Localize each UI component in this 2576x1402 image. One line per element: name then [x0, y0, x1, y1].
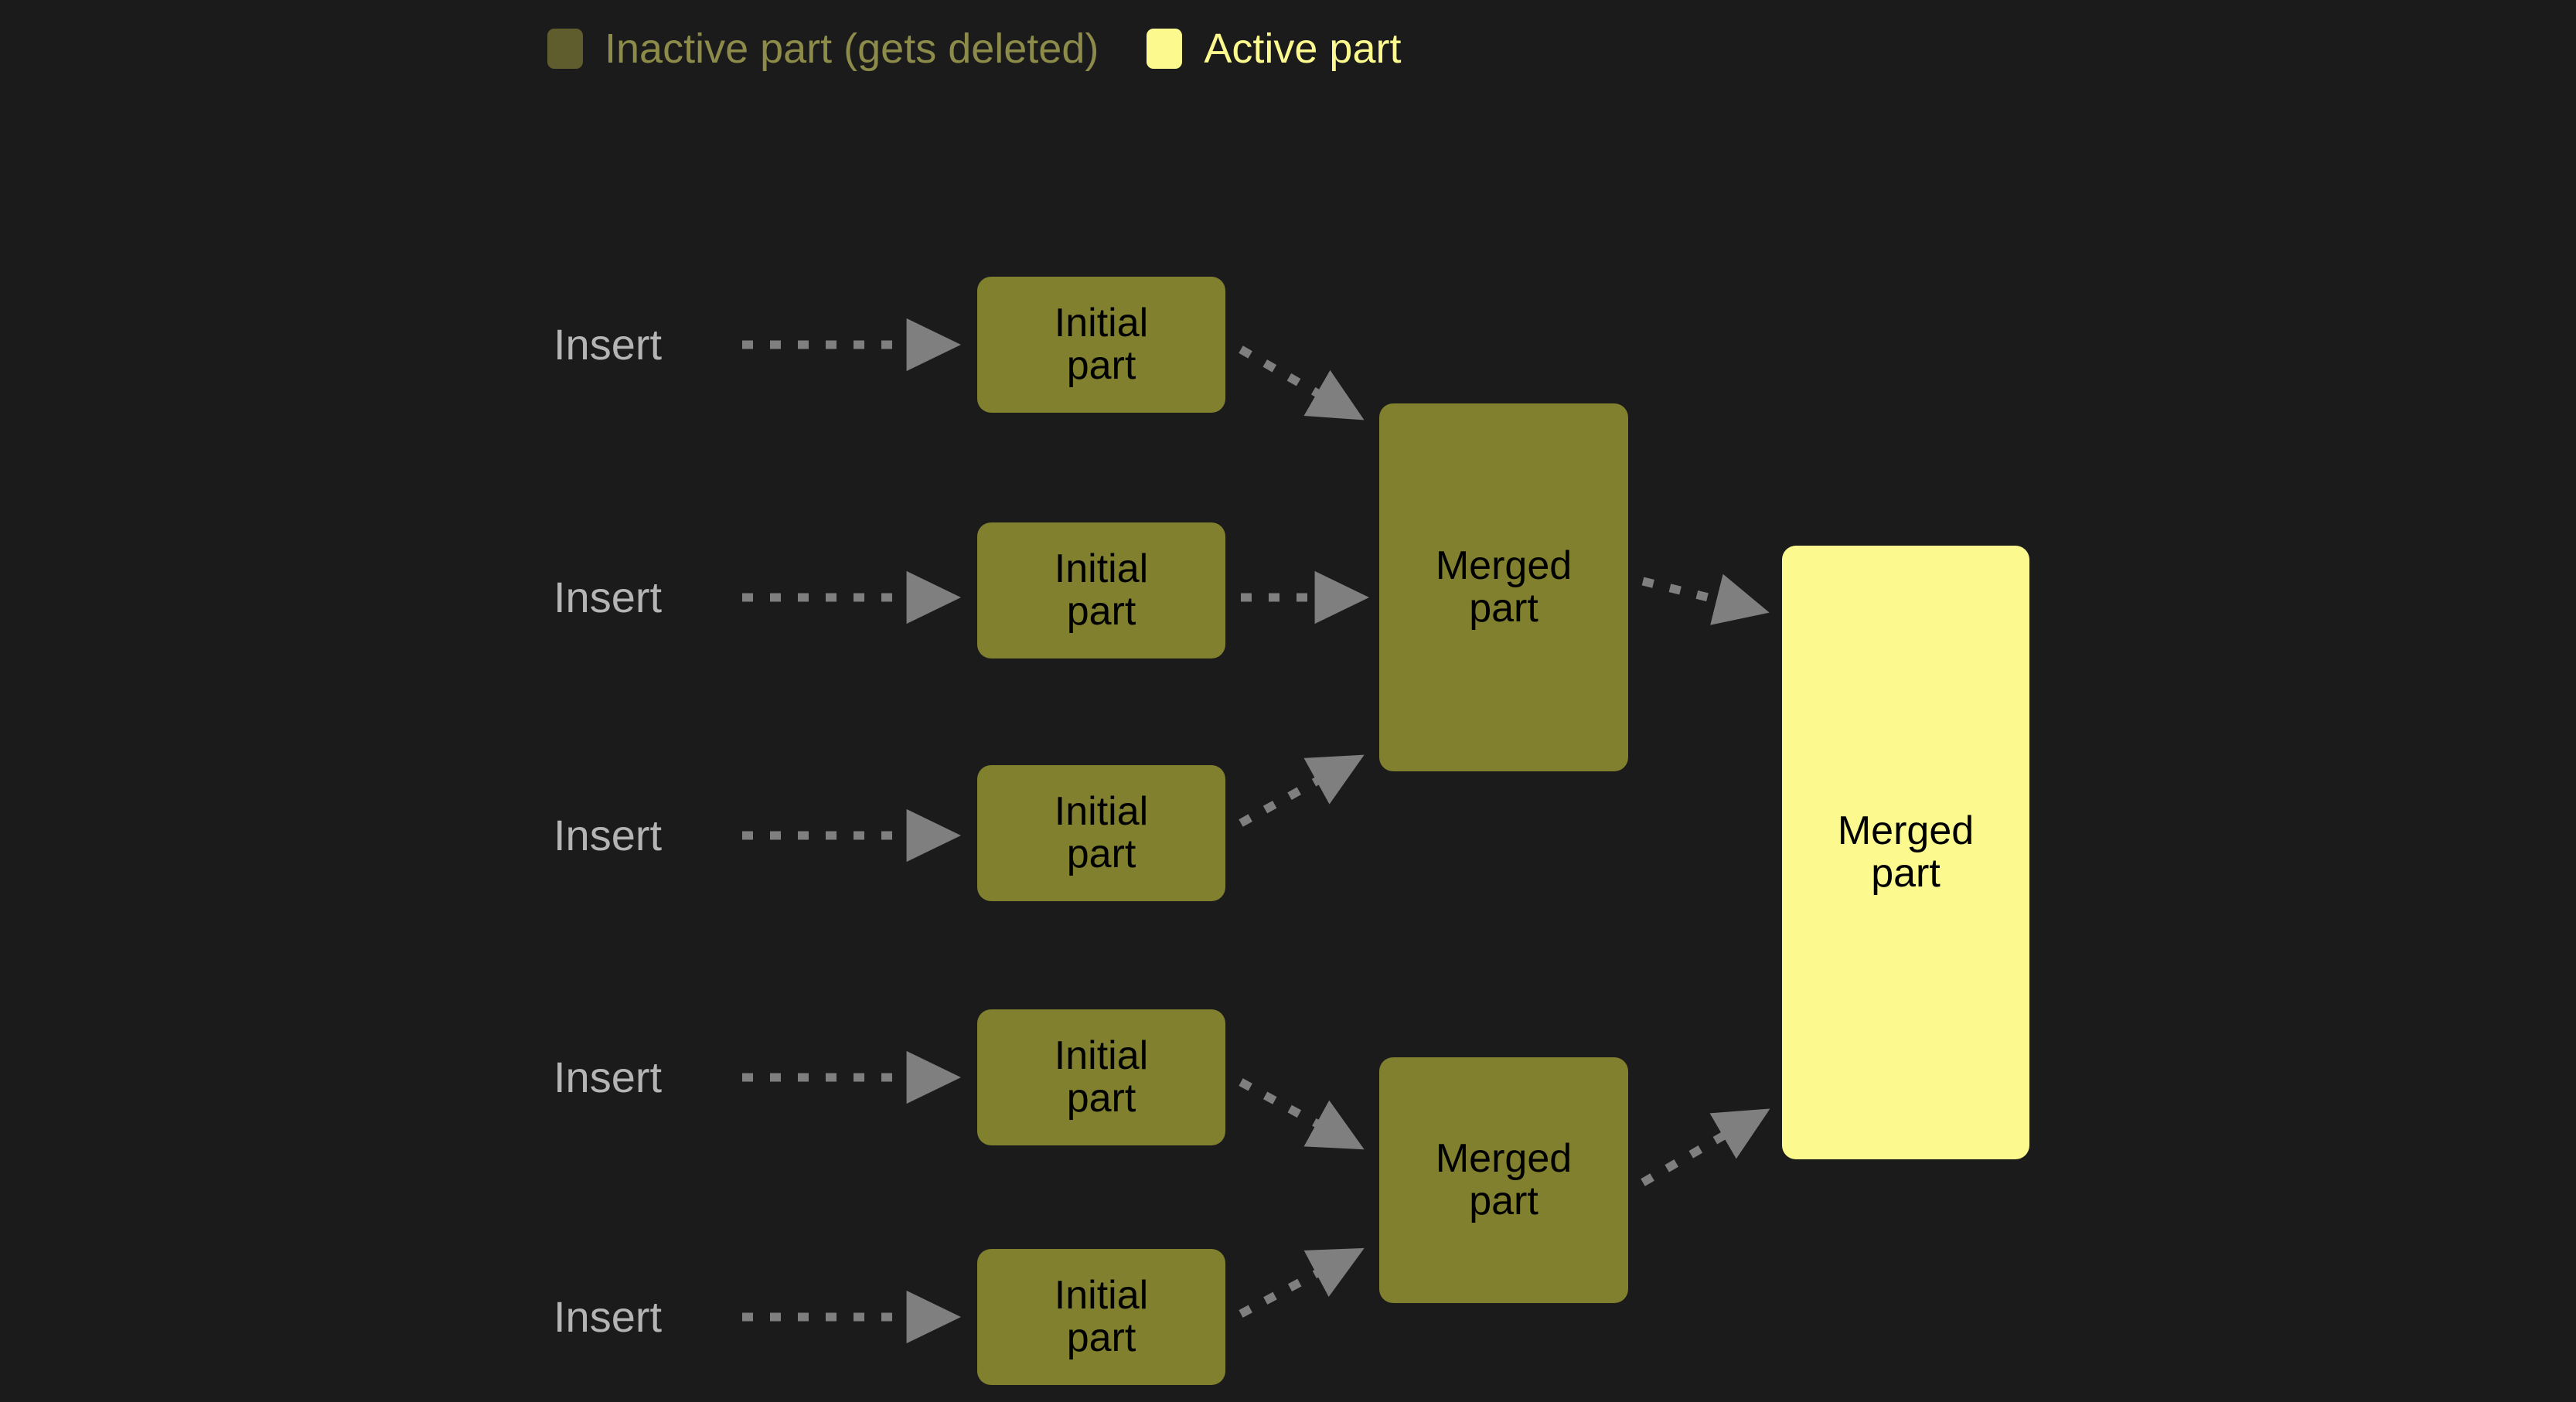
- arrow-merged-bottom-to-final: [1641, 1108, 1770, 1186]
- legend-swatch-inactive-icon: [547, 29, 583, 69]
- node-initial-part-1[interactable]: Initial part: [977, 277, 1225, 413]
- node-initial-part-5[interactable]: Initial part: [977, 1249, 1225, 1385]
- legend-swatch-active-icon: [1147, 29, 1183, 69]
- arrow-initial1-to-merged-top: [1239, 345, 1365, 420]
- legend-label-inactive: Inactive part (gets deleted): [605, 26, 1099, 72]
- legend: Inactive part (gets deleted) Active part: [547, 22, 1401, 76]
- node-initial-part-2[interactable]: Initial part: [977, 522, 1225, 658]
- insert-label-4: Insert: [554, 1053, 663, 1101]
- arrow-initial5-to-merged-bottom: [1239, 1247, 1365, 1318]
- insert-label-5: Insert: [554, 1292, 663, 1341]
- insert-label-3: Insert: [554, 811, 663, 859]
- insert-label-2: Insert: [554, 573, 663, 621]
- node-merged-part-bottom[interactable]: Merged part: [1379, 1057, 1628, 1303]
- legend-item-active: Active part: [1147, 28, 1401, 70]
- node-merged-part-top[interactable]: Merged part: [1379, 403, 1628, 771]
- arrow-initial3-to-merged-top: [1239, 754, 1365, 827]
- arrow-initial4-to-merged-bottom: [1239, 1078, 1365, 1150]
- node-initial-part-4[interactable]: Initial part: [977, 1009, 1225, 1145]
- node-initial-part-3[interactable]: Initial part: [977, 765, 1225, 901]
- insert-label-1: Insert: [554, 320, 663, 369]
- arrow-merged-top-to-final: [1641, 573, 1770, 625]
- legend-label-active: Active part: [1204, 26, 1402, 72]
- legend-item-inactive: Inactive part (gets deleted): [547, 28, 1099, 70]
- node-merged-part-final[interactable]: Merged part: [1782, 546, 2029, 1159]
